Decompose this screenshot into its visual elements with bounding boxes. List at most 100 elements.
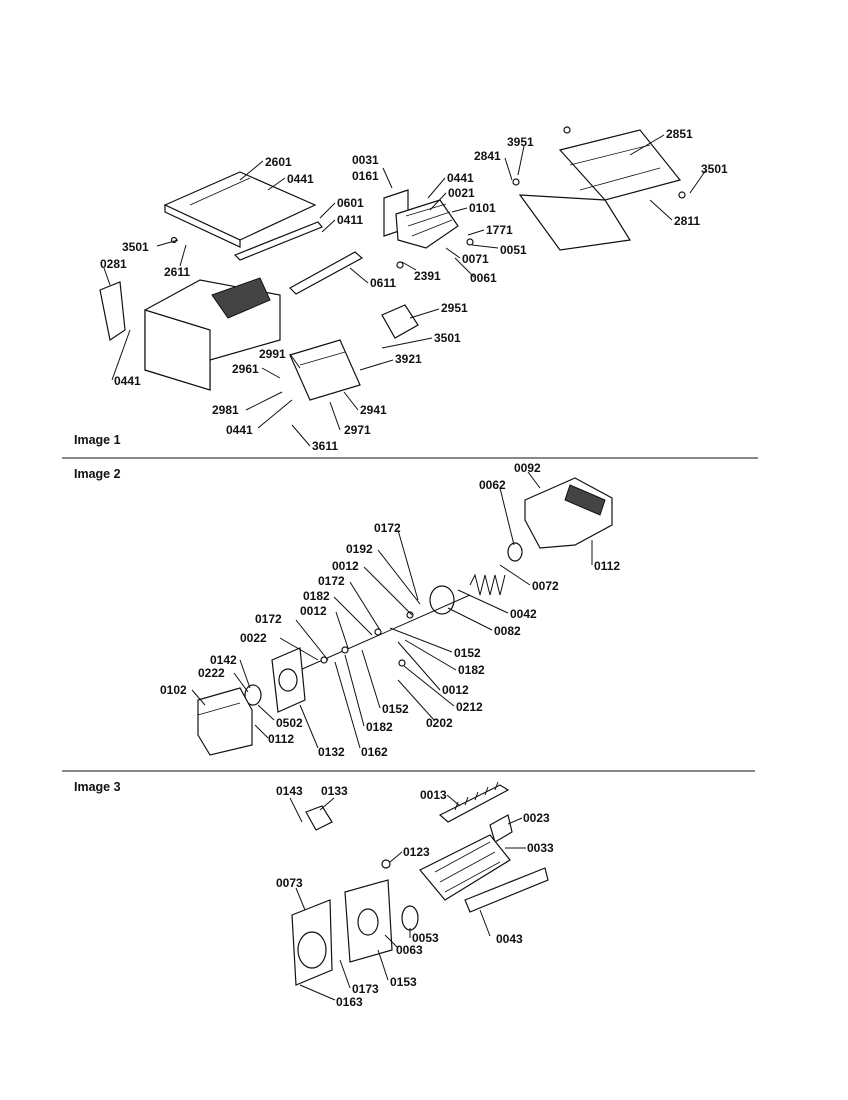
label-3611: 3611 xyxy=(312,439,338,453)
screw xyxy=(512,178,520,186)
label-0172: 0172 xyxy=(318,574,345,588)
strip xyxy=(289,251,364,295)
label-2971: 2971 xyxy=(344,423,371,437)
label-0012: 0012 xyxy=(442,683,469,697)
label-0112: 0112 xyxy=(594,559,620,573)
label-2811: 2811 xyxy=(674,214,700,228)
label-0061: 0061 xyxy=(470,271,497,285)
screw xyxy=(678,191,686,199)
label-0072: 0072 xyxy=(532,579,559,593)
label-0132: 0132 xyxy=(318,745,345,759)
thermostat xyxy=(381,859,391,869)
label-0013: 0013 xyxy=(420,788,447,802)
drive-shaft xyxy=(401,905,419,931)
label-0161: 0161 xyxy=(352,169,379,183)
clip xyxy=(406,611,414,619)
screw xyxy=(396,261,404,269)
mold-cover xyxy=(489,814,513,843)
label-0212: 0212 xyxy=(456,700,483,714)
label-0062: 0062 xyxy=(479,478,506,492)
label-3951: 3951 xyxy=(507,135,534,149)
label-2601: 2601 xyxy=(265,155,292,169)
label-0101: 0101 xyxy=(469,201,496,215)
label-0102: 0102 xyxy=(160,683,187,697)
label-0152: 0152 xyxy=(454,646,481,660)
label-3501: 3501 xyxy=(122,240,149,254)
label-2981: 2981 xyxy=(212,403,239,417)
label-0192: 0192 xyxy=(346,542,373,556)
label-0043: 0043 xyxy=(496,932,523,946)
label-0222: 0222 xyxy=(198,666,225,680)
label-2391: 2391 xyxy=(414,269,441,283)
label-2991: 2991 xyxy=(259,347,286,361)
label-0092: 0092 xyxy=(514,461,541,475)
label-0143: 0143 xyxy=(276,784,303,798)
label-0202: 0202 xyxy=(426,716,453,730)
label-0112: 0112 xyxy=(268,732,294,746)
pin xyxy=(398,659,406,667)
icemaker-ribs xyxy=(405,203,447,217)
label-0182: 0182 xyxy=(303,589,330,603)
heater xyxy=(464,867,549,913)
label-0071: 0071 xyxy=(462,252,489,266)
ice-bucket-front xyxy=(144,309,211,391)
motor-bracket-rib xyxy=(299,351,346,366)
label-0012: 0012 xyxy=(332,559,359,573)
top-shelf xyxy=(558,129,682,201)
label-3921: 3921 xyxy=(395,352,422,366)
label-0441: 0441 xyxy=(447,171,474,185)
screw xyxy=(466,238,474,246)
label-0073: 0073 xyxy=(276,876,303,890)
label-2941: 2941 xyxy=(360,403,387,417)
label-0022: 0022 xyxy=(240,631,267,645)
label-0133: 0133 xyxy=(321,784,348,798)
label-0053: 0053 xyxy=(412,931,439,945)
label-2841: 2841 xyxy=(474,149,501,163)
ice-mold-cups xyxy=(434,841,501,893)
label-0182: 0182 xyxy=(458,663,485,677)
label-0163: 0163 xyxy=(336,995,363,1009)
motor-bracket xyxy=(289,339,361,401)
ejector-teeth xyxy=(454,781,499,811)
washer xyxy=(507,542,523,562)
label-0502: 0502 xyxy=(276,716,303,730)
label-0082: 0082 xyxy=(494,624,521,638)
cover-plate-hatch xyxy=(189,177,251,206)
ring xyxy=(244,684,262,706)
auger-grill xyxy=(211,277,271,319)
section-title-2: Image 2 xyxy=(74,467,121,481)
label-3501: 3501 xyxy=(701,162,728,176)
label-0441: 0441 xyxy=(114,374,141,388)
label-0182: 0182 xyxy=(366,720,393,734)
label-0152: 0152 xyxy=(382,702,409,716)
clip xyxy=(374,628,382,636)
ice-mold xyxy=(419,834,511,901)
label-0441: 0441 xyxy=(287,172,314,186)
icemaker-ribs-2 xyxy=(407,211,451,227)
gear xyxy=(297,931,327,969)
label-2951: 2951 xyxy=(441,301,468,315)
bucket-handle xyxy=(99,281,126,341)
label-2851: 2851 xyxy=(666,127,693,141)
label-0021: 0021 xyxy=(448,186,475,200)
label-0162: 0162 xyxy=(361,745,388,759)
label-0042: 0042 xyxy=(510,607,537,621)
label-0172: 0172 xyxy=(374,521,401,535)
clip xyxy=(320,656,328,664)
label-0051: 0051 xyxy=(500,243,527,257)
label-0123: 0123 xyxy=(403,845,430,859)
label-0441: 0441 xyxy=(226,423,253,437)
label-0063: 0063 xyxy=(396,943,423,957)
section-title-1: Image 1 xyxy=(74,433,121,447)
impeller xyxy=(429,585,455,615)
icemaker-body xyxy=(395,199,459,249)
top-shelf-front xyxy=(518,194,631,251)
auger-housing-grill xyxy=(564,484,606,516)
label-0142: 0142 xyxy=(210,653,237,667)
label-0012: 0012 xyxy=(300,604,327,618)
icemaker-ribs-3 xyxy=(411,219,453,237)
label-1771: 1771 xyxy=(486,223,513,237)
dispenser-block xyxy=(197,687,253,756)
part-labels: 2601 0441 0031 0161 0441 0021 0101 2851 … xyxy=(100,127,728,1009)
label-3501: 3501 xyxy=(434,331,461,345)
